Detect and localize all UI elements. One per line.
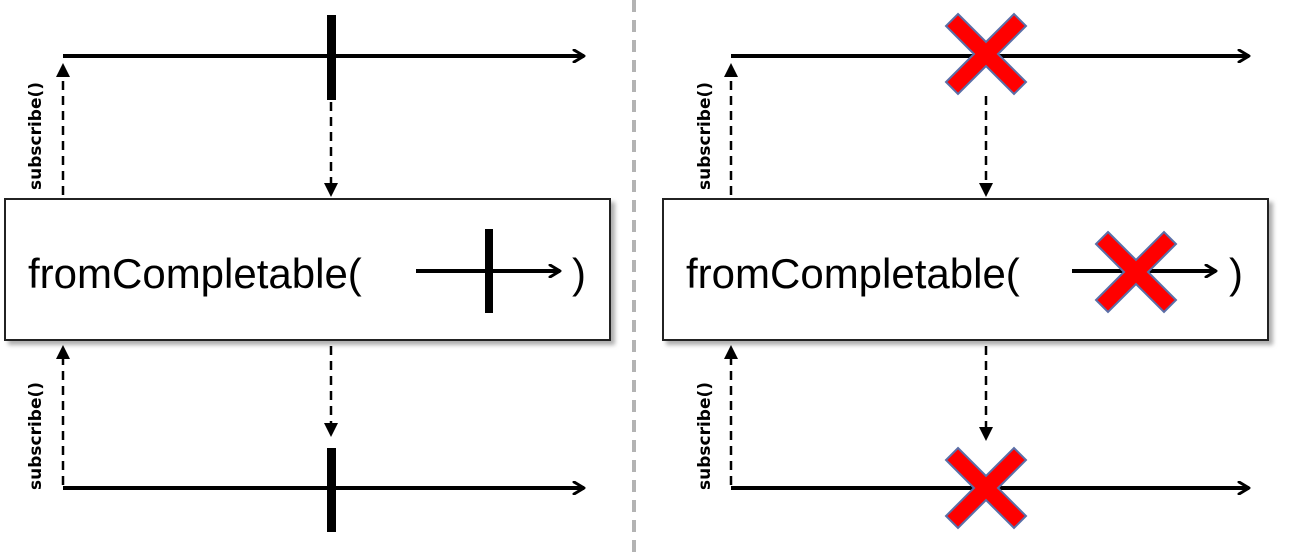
left-operator-complete-marker xyxy=(485,229,493,313)
left-operator-label: fromCompletable( xyxy=(28,250,362,297)
left-upstream-complete-marker xyxy=(327,15,336,100)
right-operator-error-icon xyxy=(1094,230,1178,314)
left-subscribe-label-upper: subscribe() xyxy=(26,82,46,190)
right-operator-label: fromCompletable( xyxy=(686,250,1020,297)
right-subscribe-label-upper: subscribe() xyxy=(695,82,715,190)
right-downstream-error-icon xyxy=(944,446,1028,530)
left-subscribe-label-lower: subscribe() xyxy=(26,382,46,490)
left-downstream-complete-marker xyxy=(327,448,336,532)
right-panel: subscribe() fromCompletable( ) subscribe… xyxy=(662,12,1269,530)
right-subscribe-label-lower: subscribe() xyxy=(695,382,715,490)
left-panel: subscribe() fromCompletable( ) subscribe… xyxy=(4,15,611,532)
left-operator-close: ) xyxy=(572,250,586,297)
right-upstream-error-icon xyxy=(944,12,1028,96)
right-operator-close: ) xyxy=(1229,250,1243,297)
